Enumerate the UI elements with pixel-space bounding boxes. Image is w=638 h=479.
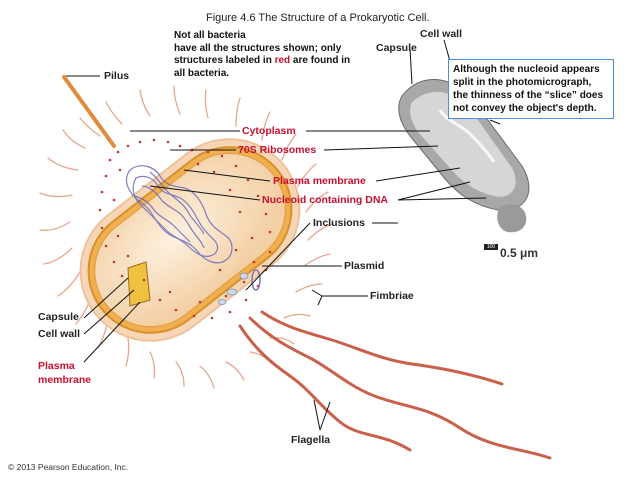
nucleoid-dna <box>125 165 233 264</box>
scale-value: 0.5 μm <box>500 246 539 260</box>
pilus-strand <box>62 75 116 148</box>
note-line-3-post: are found in <box>290 55 351 66</box>
label-flagella: Flagella <box>291 434 331 446</box>
label-cell-wall-top: Cell wall <box>420 28 463 40</box>
figure-title: Figure 4.6 The Structure of a Prokaryoti… <box>206 12 430 24</box>
label-inclusions: Inclusions <box>313 217 365 229</box>
note-line-3-pre: structures labeled in <box>174 55 275 66</box>
inclusions <box>217 272 249 305</box>
label-capsule-left: Capsule <box>38 311 79 323</box>
label-plasmid: Plasmid <box>344 260 385 272</box>
label-ribosomes: 70S Ribosomes <box>238 144 317 156</box>
micrograph <box>398 79 530 250</box>
label-plasma-left-2: membrane <box>38 374 92 386</box>
flagella-strands <box>238 310 552 460</box>
label-nucleoid: Nucleoid containing DNA <box>262 194 388 206</box>
credit-text: © 2013 Pearson Education, Inc. <box>8 462 129 472</box>
note-line-1: Not all bacteria <box>174 30 246 41</box>
note-line-2: have all the structures shown; only <box>174 42 342 54</box>
cutaway-wall <box>127 261 151 307</box>
note-text: Not all bacteria have all the structures… <box>174 30 370 80</box>
note-line-3: structures labeled in red are found in <box>174 55 370 68</box>
scale-bar-label: 100 <box>486 244 496 250</box>
leader-lines <box>66 39 501 431</box>
label-plasma-left-1: Plasma <box>38 360 75 372</box>
note-red-word: red <box>274 55 291 66</box>
label-fimbriae: Fimbriae <box>370 290 414 302</box>
note-line-4: all bacteria. <box>174 67 230 79</box>
callout-box: Although the nucleoid appears split in t… <box>448 59 614 119</box>
label-capsule-top: Capsule <box>376 42 417 54</box>
plasmid-ring <box>251 269 261 291</box>
label-cytoplasm: Cytoplasm <box>242 125 296 137</box>
label-cell-wall-left: Cell wall <box>38 328 81 340</box>
label-pilus: Pilus <box>104 70 130 82</box>
label-plasma-membrane: Plasma membrane <box>273 175 366 187</box>
